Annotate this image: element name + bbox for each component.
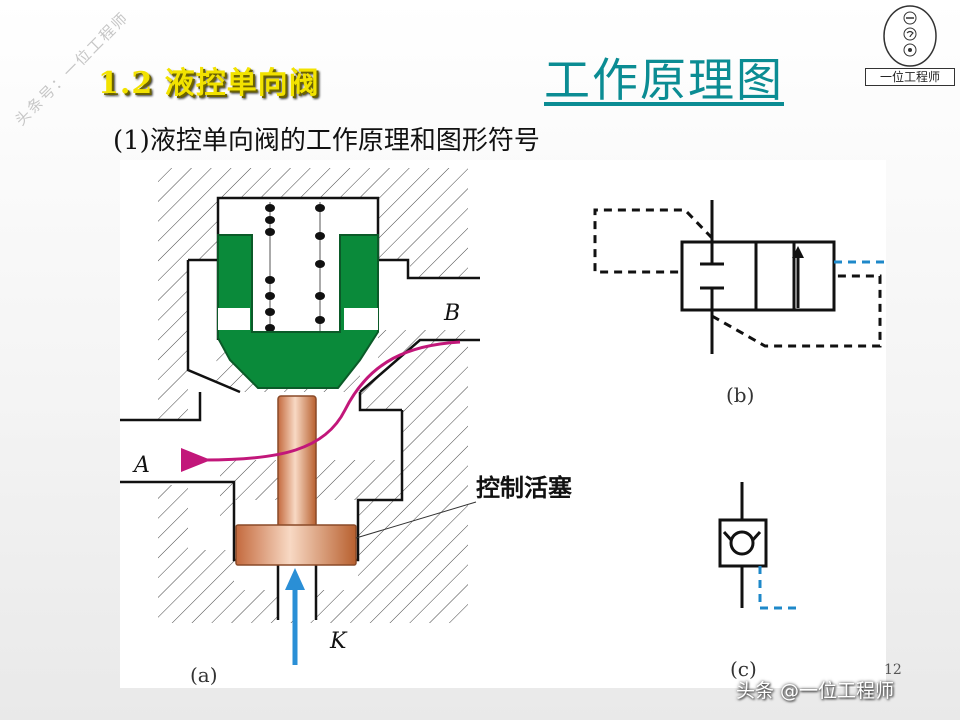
port-b-label: B [443, 301, 460, 326]
symbol-b-box-left [680, 240, 758, 312]
caption-b: (b) [726, 383, 754, 407]
subtitle: (1)液控单向阀的工作原理和图形符号 [113, 126, 540, 156]
caption-a: (a) [190, 663, 218, 687]
author-logo: 一位工程师 [865, 4, 955, 86]
footer-watermark: 头条 @一位工程师 [736, 680, 895, 702]
pilot-line-top [593, 208, 714, 274]
port-k-label: K [329, 629, 348, 654]
callout-leader [355, 501, 477, 539]
valve-diagrams: A B K 控制活塞 (a) (b) [120, 168, 886, 687]
control-pressure-arrow [285, 568, 305, 665]
logo-label: 一位工程师 [865, 68, 955, 86]
symbol-b-box-right [792, 240, 836, 312]
logo-icon [883, 5, 937, 67]
flow-arrow-b-to-a [180, 340, 461, 473]
spring-coil [265, 202, 325, 338]
control-piston-callout: 控制活塞 [476, 474, 572, 502]
caption-c: (c) [730, 657, 757, 681]
push-rod [277, 395, 317, 532]
page-number: 12 [884, 662, 902, 678]
pilot-line-c [758, 566, 800, 610]
symbol-b-box-mid [754, 240, 796, 312]
diagram-panel: A B K 控制活塞 (a) (b) [120, 160, 886, 688]
control-piston [235, 524, 357, 566]
diagram-a: A B K 控制活塞 (a) [120, 168, 572, 687]
diagram-c: (c) [718, 482, 800, 681]
check-ball-icon [729, 530, 755, 556]
pilot-line-bottom [711, 274, 882, 348]
page-heading: 工作原理图 [544, 53, 784, 107]
port-a-label: A [132, 453, 150, 478]
diagram-b: (b) [593, 200, 886, 407]
section-title: 1.2 液控单向阀 [98, 66, 320, 101]
poppet-valve [217, 234, 379, 389]
